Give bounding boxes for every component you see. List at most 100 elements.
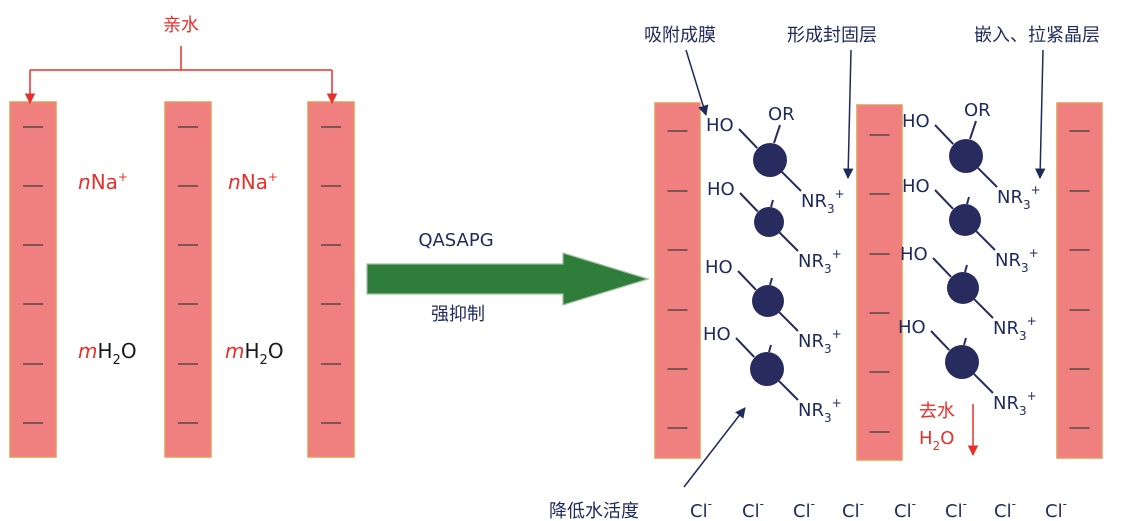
dehydrate-label: 去水 [919,401,955,422]
clay-layer [1056,102,1103,459]
quaternary-ammonium-label: NR3+ [993,314,1037,343]
clay-layer [654,102,701,459]
hydroxyl-label: HO [703,324,731,345]
chloride-ions: Cl-Cl-Cl-Cl-Cl-Cl-Cl-Cl- [690,497,1067,521]
qasapg-molecules: HO OR NR3+ HO NR3+ HO NR3+ HO NR3+ HO OR NR3+ HO NR3+… [703,100,1041,425]
nr-bond [778,380,799,401]
qasapg-molecule: HO OR NR3+ [706,104,845,216]
quaternary-ammonium-label: NR3+ [993,389,1037,418]
quaternary-ammonium-label: NR3+ [997,183,1041,212]
qasapg-molecule: HO NR3+ [900,244,1037,343]
chloride-ion: Cl- [690,497,712,521]
clay-layer [9,101,57,458]
clay-layer-body [9,101,57,458]
qasapg-molecule: HO NR3+ [707,179,842,276]
chloride-ion: Cl- [793,497,815,521]
clay-layer [856,104,903,461]
interlayer-species-2: nNa+ mH2O [225,170,284,368]
clay-layer [307,101,355,458]
ho-bond [738,128,758,149]
stub-bond [769,277,773,286]
clay-layer [164,101,212,458]
quaternary-ammonium-label: NR3+ [798,327,842,356]
chloride-ion: Cl- [994,497,1016,521]
callout-embed: 嵌入、拉紧晶层 [974,25,1100,46]
hydroxyl-label: HO [902,111,930,132]
ho-bond [737,270,757,291]
nr-bond [973,298,994,319]
clay-layer-body [856,104,903,461]
hydrophilic-label: 亲水 [163,15,199,36]
water-label: mH2O [78,339,137,368]
nr-bond [781,171,802,192]
glucoside-ring [754,207,784,237]
nr-bond [778,311,799,332]
hydroxyl-label: HO [707,179,735,200]
callout-seal-arrow [842,49,854,180]
or-bond [773,124,781,144]
glucoside-ring [753,143,787,177]
ho-bond [930,330,950,351]
qasapg-molecule: HO NR3+ [898,317,1037,418]
callout-seal: 形成封固层 [787,25,877,46]
right-clay-layers [654,102,1103,461]
ho-bond [932,257,952,278]
inhibition-arrow [366,252,651,306]
callout-activity: 降低水活度 [549,501,639,521]
qasapg-molecule: HO OR NR3+ [902,100,1041,212]
hydroxyl-label: HO [898,317,926,338]
stub-bond [964,264,968,273]
callout-adsorb: 吸附成膜 [644,25,716,46]
left-clay-layers [9,101,355,458]
glucoside-ring [947,272,979,304]
arrow-bottom-label: 强抑制 [431,304,485,325]
cation-label: nNa+ [228,170,278,194]
or-bond [969,120,977,140]
water-label: mH2O [225,339,284,368]
alkoxy-label: OR [768,104,795,125]
qasapg-molecule: HO NR3+ [703,324,842,425]
chloride-ion: Cl- [742,497,764,521]
ho-bond [739,192,759,213]
callout-activity-arrow [683,407,746,488]
cation-label: nNa+ [78,170,128,194]
quaternary-ammonium-label: NR3+ [995,246,1039,275]
glucoside-ring [949,139,983,173]
water-out-label: H2O [919,428,954,453]
nr-bond [973,373,994,394]
chloride-ion: Cl- [894,497,916,521]
qasapg-molecule: HO NR3+ [902,176,1039,275]
ho-bond [934,189,954,210]
callout-embed-arrow [1034,49,1046,180]
alkoxy-label: OR [964,100,991,121]
stub-bond [966,196,970,205]
nr-bond [778,231,799,252]
clay-layer-body [1056,102,1103,459]
chloride-ion: Cl- [1045,497,1067,521]
hydroxyl-label: HO [902,176,930,197]
hydroxyl-label: HO [706,115,734,136]
glucoside-ring [752,285,784,317]
stub-bond [768,344,772,353]
glucoside-ring [750,352,784,386]
quaternary-ammonium-label: NR3+ [801,187,845,216]
arrow-top-label: QASAPG [418,230,493,251]
quaternary-ammonium-label: NR3+ [798,247,842,276]
qasapg-molecule: HO NR3+ [705,257,842,356]
clay-layer-body [164,101,212,458]
interlayer-species-1: nNa+ mH2O [78,170,137,368]
chloride-ion: Cl- [842,497,864,521]
clay-layer-body [654,102,701,459]
hydroxyl-label: HO [900,244,928,265]
ho-bond [735,337,755,358]
glucoside-ring [949,204,981,236]
ho-bond [934,124,954,145]
stub-bond [963,337,967,346]
nr-bond [975,230,996,251]
hydroxyl-label: HO [705,257,733,278]
clay-layer-body [307,101,355,458]
nr-bond [977,167,998,188]
quaternary-ammonium-label: NR3+ [798,396,842,425]
